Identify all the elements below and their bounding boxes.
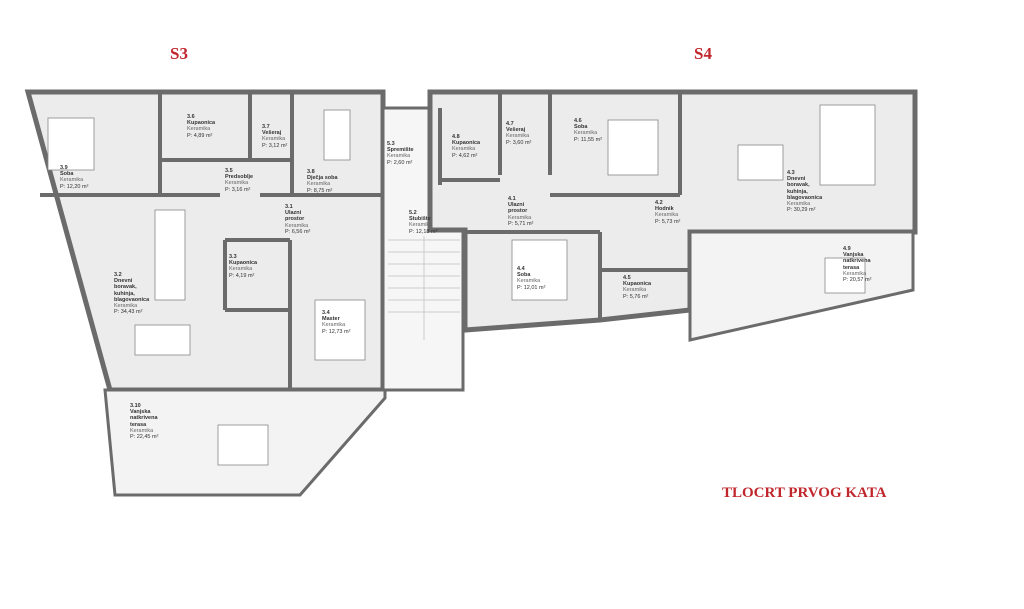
furniture xyxy=(47,104,876,466)
bed xyxy=(607,119,659,176)
interior-walls xyxy=(40,92,690,390)
bed xyxy=(47,117,95,171)
plan-title: TLOCRT PRVOG KATA xyxy=(722,485,887,501)
dining-table xyxy=(217,424,269,466)
sofa xyxy=(819,104,876,186)
terrace-4-9 xyxy=(688,230,915,342)
unit-label-s3: S3 xyxy=(170,44,188,63)
dining-table xyxy=(737,144,784,181)
stairs xyxy=(388,236,460,340)
sofa xyxy=(154,209,186,301)
bed xyxy=(314,299,366,361)
unit-label-s4: S4 xyxy=(694,44,712,63)
bed xyxy=(511,239,568,301)
dining-table xyxy=(134,324,191,356)
bed xyxy=(323,109,351,161)
dining-table xyxy=(824,257,866,294)
